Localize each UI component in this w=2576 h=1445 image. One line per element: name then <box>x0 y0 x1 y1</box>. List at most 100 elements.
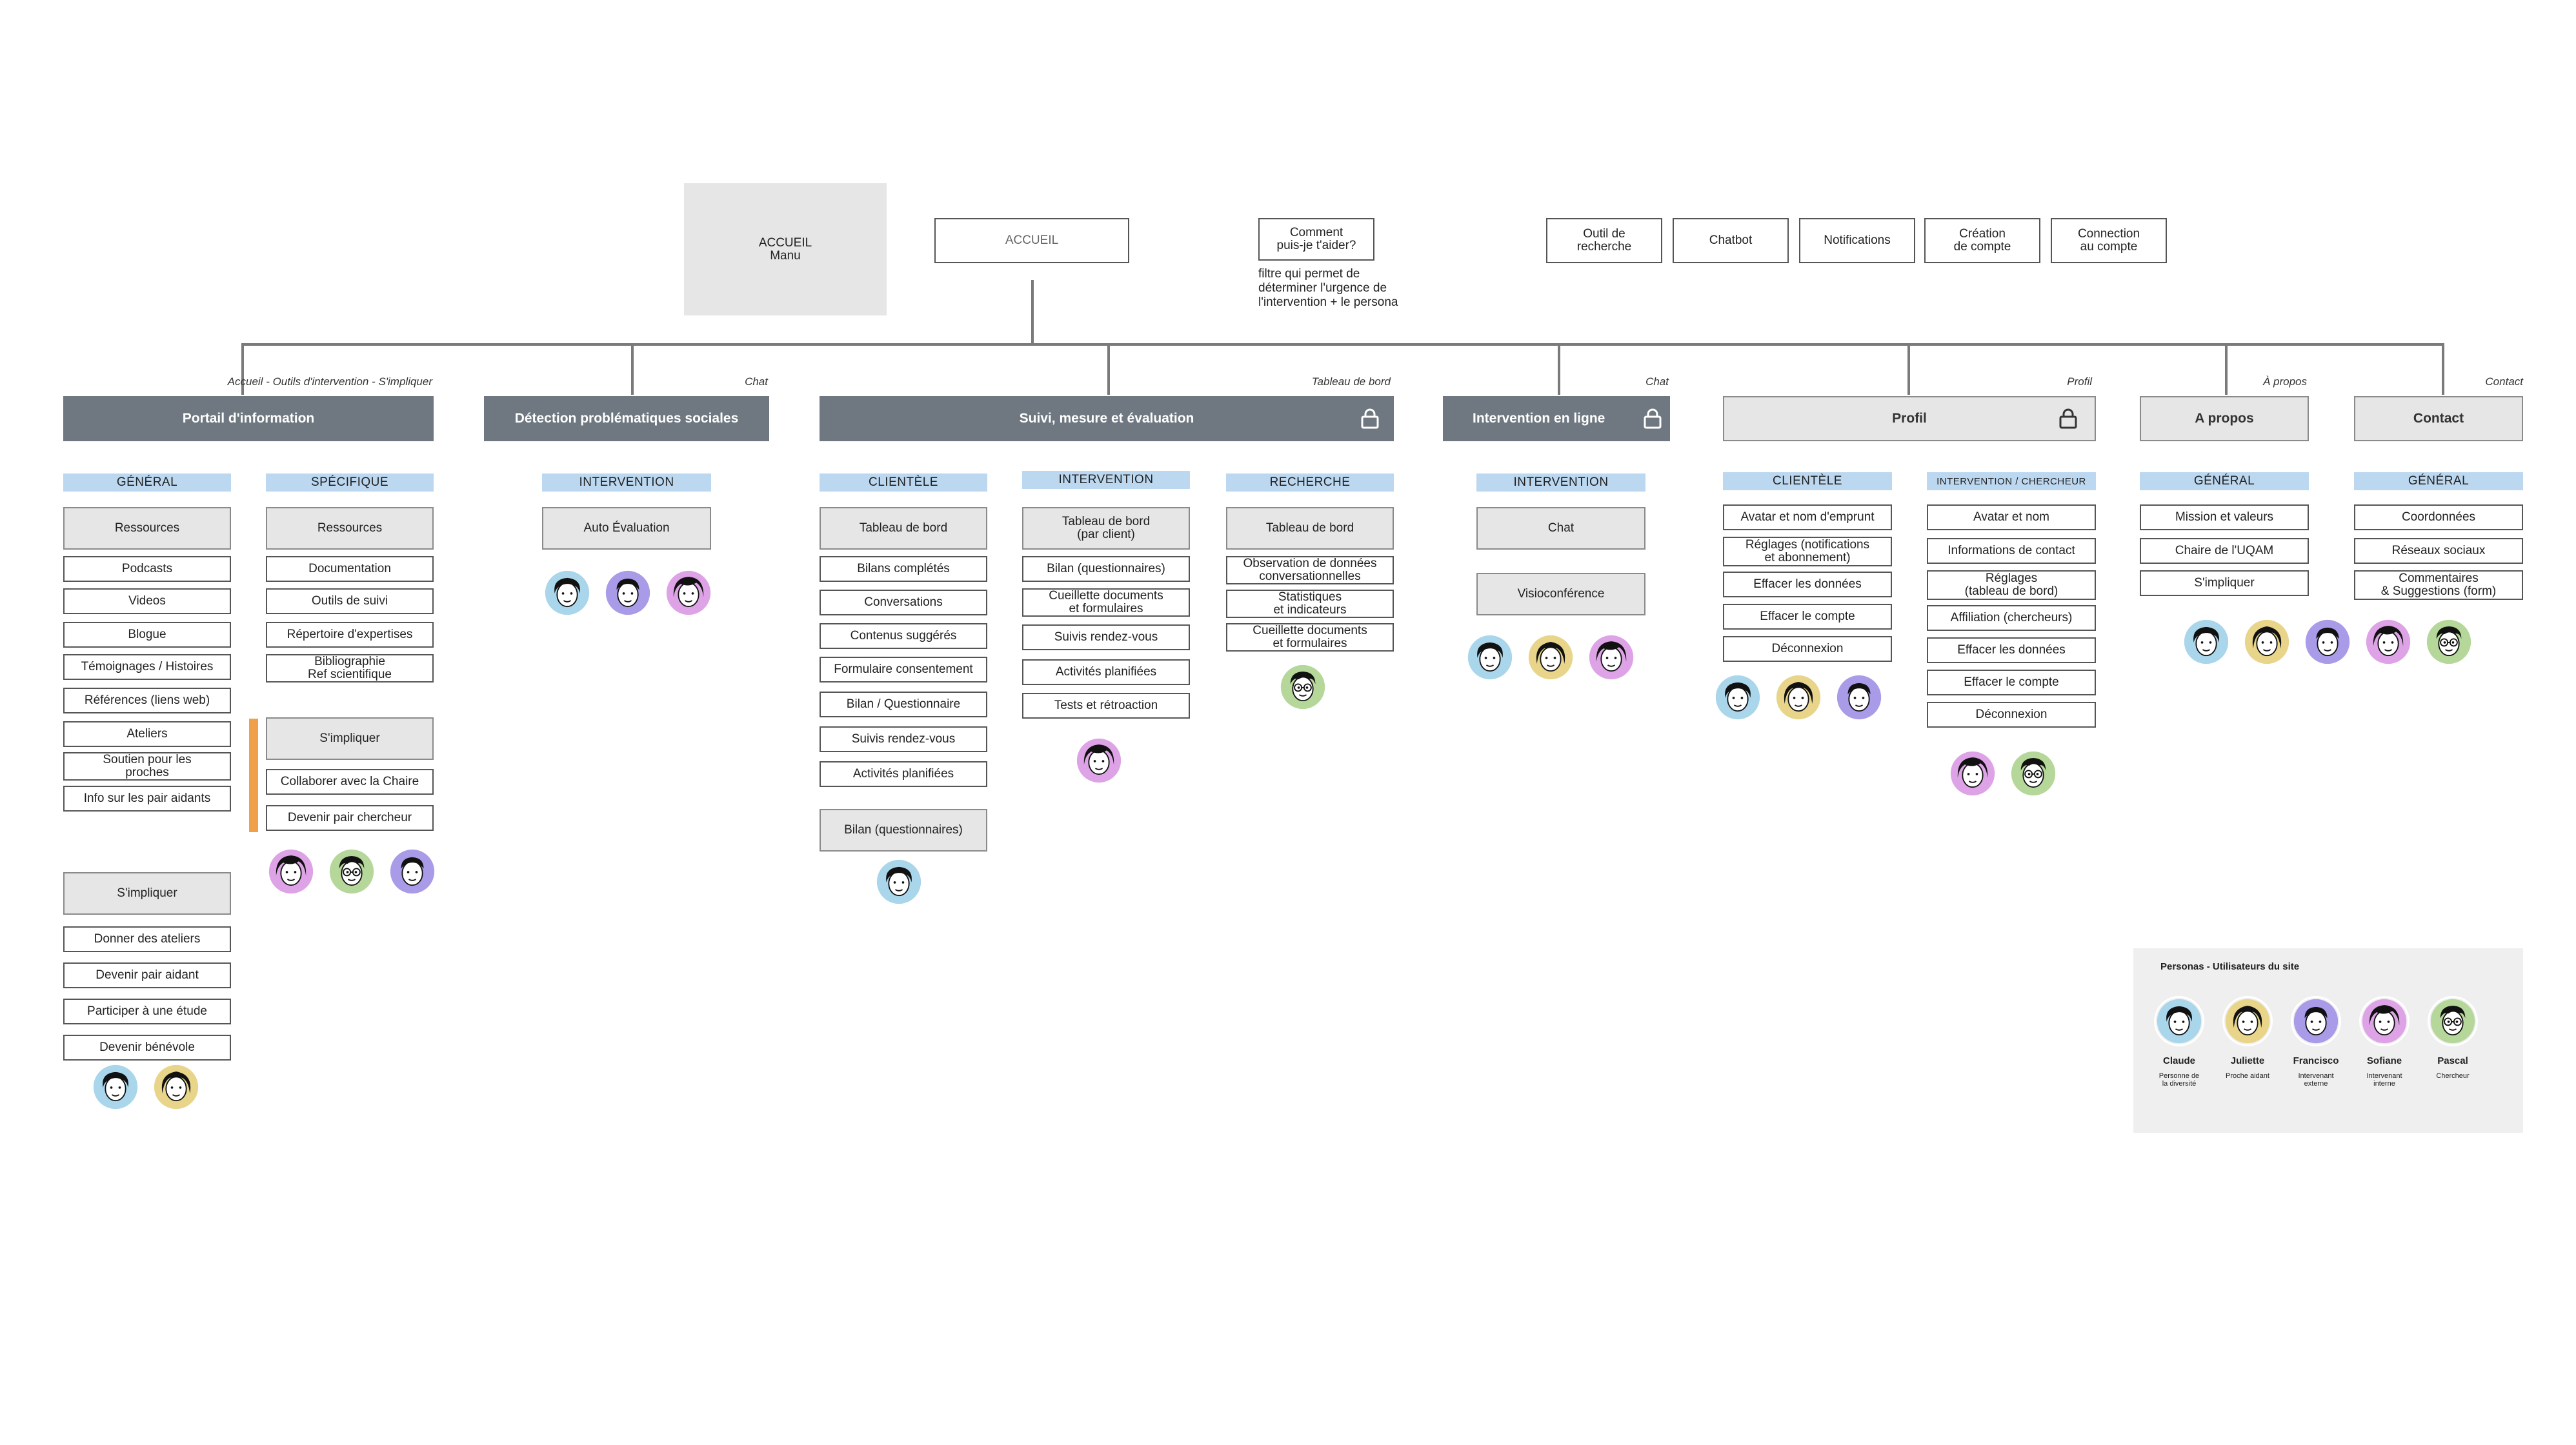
list-item[interactable]: Déconnexion <box>1723 636 1892 662</box>
list-item[interactable]: Collaborer avec la Chaire <box>266 769 434 795</box>
label-intervention: INTERVENTION <box>542 473 711 492</box>
list-item[interactable]: Tableau de bord <box>820 507 987 550</box>
breadcrumb-profil: Profil <box>2067 375 2092 388</box>
list-item[interactable]: Suivis rendez-vous <box>1022 624 1190 650</box>
login-button[interactable]: Connection au compte <box>2051 218 2167 263</box>
section-contact[interactable]: Contact <box>2354 396 2523 441</box>
avatar-sofiane-icon <box>1586 632 1636 683</box>
persona-role: Intervenant externe <box>2298 1072 2334 1088</box>
list-item[interactable]: Références (liens web) <box>63 688 231 713</box>
list-item[interactable]: Participer à une étude <box>63 999 231 1024</box>
avatar-sofiane-icon <box>1947 748 1998 799</box>
persona-name: Pascal <box>2437 1055 2468 1066</box>
chatbot-button[interactable]: Chatbot <box>1673 218 1789 263</box>
breadcrumb-intervention: Chat <box>1645 375 1669 388</box>
list-item[interactable]: Tableau de bord <box>1226 507 1394 550</box>
label-general: GÉNÉRAL <box>2140 472 2309 490</box>
help-button[interactable]: Comment puis-je t'aider? <box>1258 218 1374 261</box>
list-item[interactable]: Visioconférence <box>1476 573 1645 615</box>
list-item[interactable]: Chaire de l'UQAM <box>2140 538 2309 564</box>
list-item[interactable]: Info sur les pair aidants <box>63 786 231 812</box>
persona-sofiane-icon <box>2359 996 2410 1046</box>
list-item[interactable]: Bibliographie Ref scientifique <box>266 654 434 683</box>
list-item[interactable]: Devenir pair aidant <box>63 962 231 988</box>
breadcrumb-apropos: À propos <box>2262 375 2307 388</box>
list-item[interactable]: Avatar et nom <box>1927 504 2096 530</box>
list-item[interactable]: Contenus suggérés <box>820 623 987 649</box>
list-item[interactable]: Réglages (tableau de bord) <box>1927 570 2096 600</box>
section-apropos[interactable]: A propos <box>2140 396 2309 441</box>
list-item[interactable]: Podcasts <box>63 556 231 582</box>
list-item[interactable]: Activités planifiées <box>1022 659 1190 685</box>
create-account-button[interactable]: Création de compte <box>1924 218 2040 263</box>
search-tool-button[interactable]: Outil de recherche <box>1546 218 1662 263</box>
connector <box>1031 280 1034 344</box>
list-item[interactable]: Bilan / Questionnaire <box>820 692 987 717</box>
list-item[interactable]: Blogue <box>63 622 231 648</box>
avatar-claude-icon <box>542 568 592 618</box>
list-item[interactable]: Donner des ateliers <box>63 926 231 952</box>
list-item[interactable]: Tableau de bord (par client) <box>1022 507 1190 550</box>
persona-name: Sofiane <box>2366 1055 2402 1066</box>
avatar-francisco-icon <box>387 846 438 897</box>
list-item[interactable]: Effacer les données <box>1723 572 1892 597</box>
section-portail[interactable]: Portail d'information <box>63 396 434 441</box>
list-item[interactable]: Observation de données conversationnelle… <box>1226 556 1394 584</box>
list-item[interactable]: Conversations <box>820 590 987 615</box>
list-item[interactable]: Coordonnées <box>2354 504 2523 530</box>
avatar-juliette-icon <box>1773 672 1824 722</box>
list-item[interactable]: Déconnexion <box>1927 702 2096 728</box>
list-item[interactable]: Tests et rétroaction <box>1022 693 1190 719</box>
avatar-claude-icon <box>2181 617 2231 667</box>
list-item[interactable]: Bilans complétés <box>820 556 987 582</box>
connector <box>2225 343 2228 395</box>
list-item[interactable]: Réseaux sociaux <box>2354 538 2523 564</box>
list-item[interactable]: Témoignages / Histoires <box>63 654 231 680</box>
list-item[interactable]: Informations de contact <box>1927 538 2096 564</box>
list-item[interactable]: Devenir bénévole <box>63 1035 231 1061</box>
list-item[interactable]: Chat <box>1476 507 1645 550</box>
avatar-francisco-icon <box>1834 672 1884 722</box>
section-intervention[interactable]: Intervention en ligne <box>1443 396 1670 441</box>
list-item[interactable]: Auto Évaluation <box>542 507 711 550</box>
list-item[interactable]: Ateliers <box>63 721 231 747</box>
simpliquer-heading[interactable]: S'impliquer <box>63 872 231 915</box>
list-item[interactable]: Réglages (notifications et abonnement) <box>1723 537 1892 566</box>
list-item[interactable]: Outils de suivi <box>266 588 434 614</box>
connector <box>2442 343 2444 395</box>
accueil-button[interactable]: ACCUEIL <box>934 218 1129 263</box>
section-profil[interactable]: Profil <box>1723 396 2096 441</box>
list-item[interactable]: Devenir pair chercheur <box>266 805 434 831</box>
simpliquer-heading[interactable]: S'impliquer <box>266 717 434 760</box>
list-item[interactable]: Affiliation (chercheurs) <box>1927 605 2096 631</box>
list-item[interactable]: Bilan (questionnaires) <box>1022 556 1190 582</box>
list-item[interactable]: Effacer le compte <box>1723 604 1892 630</box>
list-item[interactable]: Cueillette documents et formulaires <box>1022 588 1190 617</box>
list-item[interactable]: Documentation <box>266 556 434 582</box>
list-item[interactable]: Effacer les données <box>1927 637 2096 663</box>
list-item[interactable]: Activités planifiées <box>820 761 987 787</box>
list-item[interactable]: Commentaires & Suggestions (form) <box>2354 570 2523 600</box>
list-item[interactable]: Suivis rendez-vous <box>820 726 987 752</box>
personas-title: Personas - Utilisateurs du site <box>2160 961 2300 972</box>
label-general: GÉNÉRAL <box>2354 472 2523 490</box>
lock-icon <box>1644 408 1662 429</box>
list-item[interactable]: Ressources <box>266 507 434 550</box>
list-item[interactable]: Bilan (questionnaires) <box>820 809 987 852</box>
accent-bar <box>249 719 258 832</box>
list-item[interactable]: Ressources <box>63 507 231 550</box>
notifications-button[interactable]: Notifications <box>1799 218 1915 263</box>
list-item[interactable]: S'impliquer <box>2140 570 2309 596</box>
list-item[interactable]: Avatar et nom d'emprunt <box>1723 504 1892 530</box>
list-item[interactable]: Soutien pour les proches <box>63 752 231 781</box>
list-item[interactable]: Répertoire d'expertises <box>266 622 434 648</box>
list-item[interactable]: Statistiques et indicateurs <box>1226 590 1394 618</box>
section-detection[interactable]: Détection problématiques sociales <box>484 396 769 441</box>
persona-role: Intervenant interne <box>2366 1072 2402 1088</box>
section-suivi[interactable]: Suivi, mesure et évaluation <box>820 396 1394 441</box>
list-item[interactable]: Formulaire consentement <box>820 657 987 683</box>
list-item[interactable]: Cueillette documents et formulaires <box>1226 623 1394 652</box>
list-item[interactable]: Videos <box>63 588 231 614</box>
list-item[interactable]: Effacer le compte <box>1927 670 2096 695</box>
list-item[interactable]: Mission et valeurs <box>2140 504 2309 530</box>
